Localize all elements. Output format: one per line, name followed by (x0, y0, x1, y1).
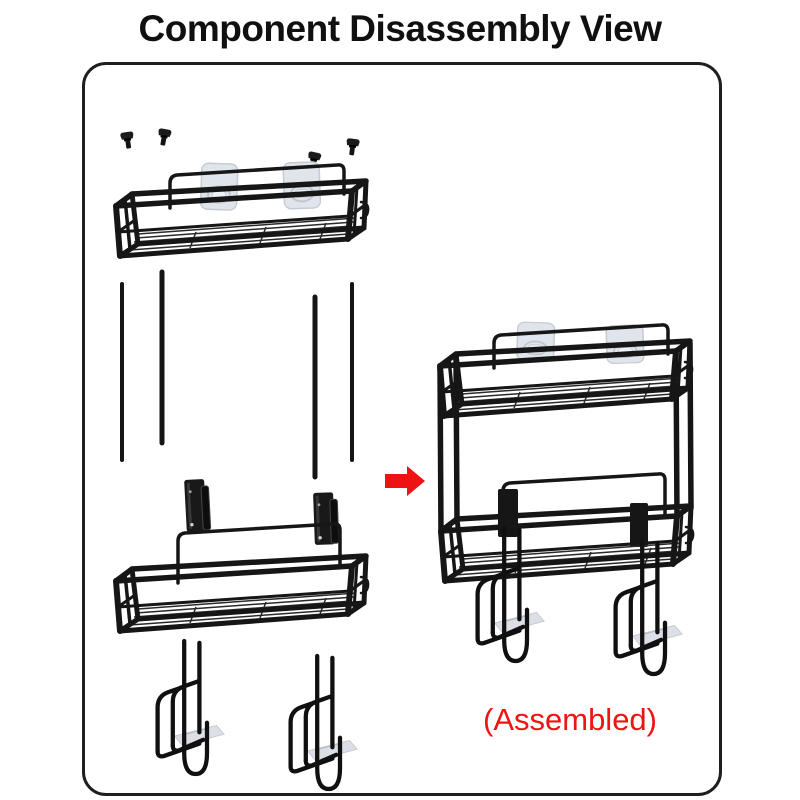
assembled-wire-hook (478, 528, 544, 661)
wire-hook (291, 656, 358, 789)
assembled-shelf (437, 320, 694, 674)
bottom-shelf-basket (116, 556, 368, 631)
mounting-screw-icon (120, 131, 136, 150)
top-basket-assembly (116, 160, 368, 256)
support-rods-group (120, 269, 354, 480)
assembled-posts (437, 340, 694, 536)
page-title: Component Disassembly View (138, 8, 662, 49)
mounting-screws-group (120, 128, 360, 170)
assembled-top-basket (440, 341, 692, 416)
top-shelf-basket (116, 181, 368, 256)
wire-hooks-group (158, 641, 358, 789)
wall-mount-bracket (312, 491, 340, 546)
assembled-adhesive-pad (515, 320, 556, 362)
wall-brackets-group (183, 478, 340, 546)
red-arrow-icon (385, 466, 425, 496)
mounting-screw-icon (344, 138, 360, 156)
diagram-frame (82, 62, 722, 796)
wire-hook (158, 641, 225, 774)
wall-mount-bracket (183, 478, 212, 533)
assembled-label: (Assembled) (483, 702, 657, 737)
mounted-bracket (630, 503, 648, 547)
mounting-screw-icon (156, 128, 172, 147)
